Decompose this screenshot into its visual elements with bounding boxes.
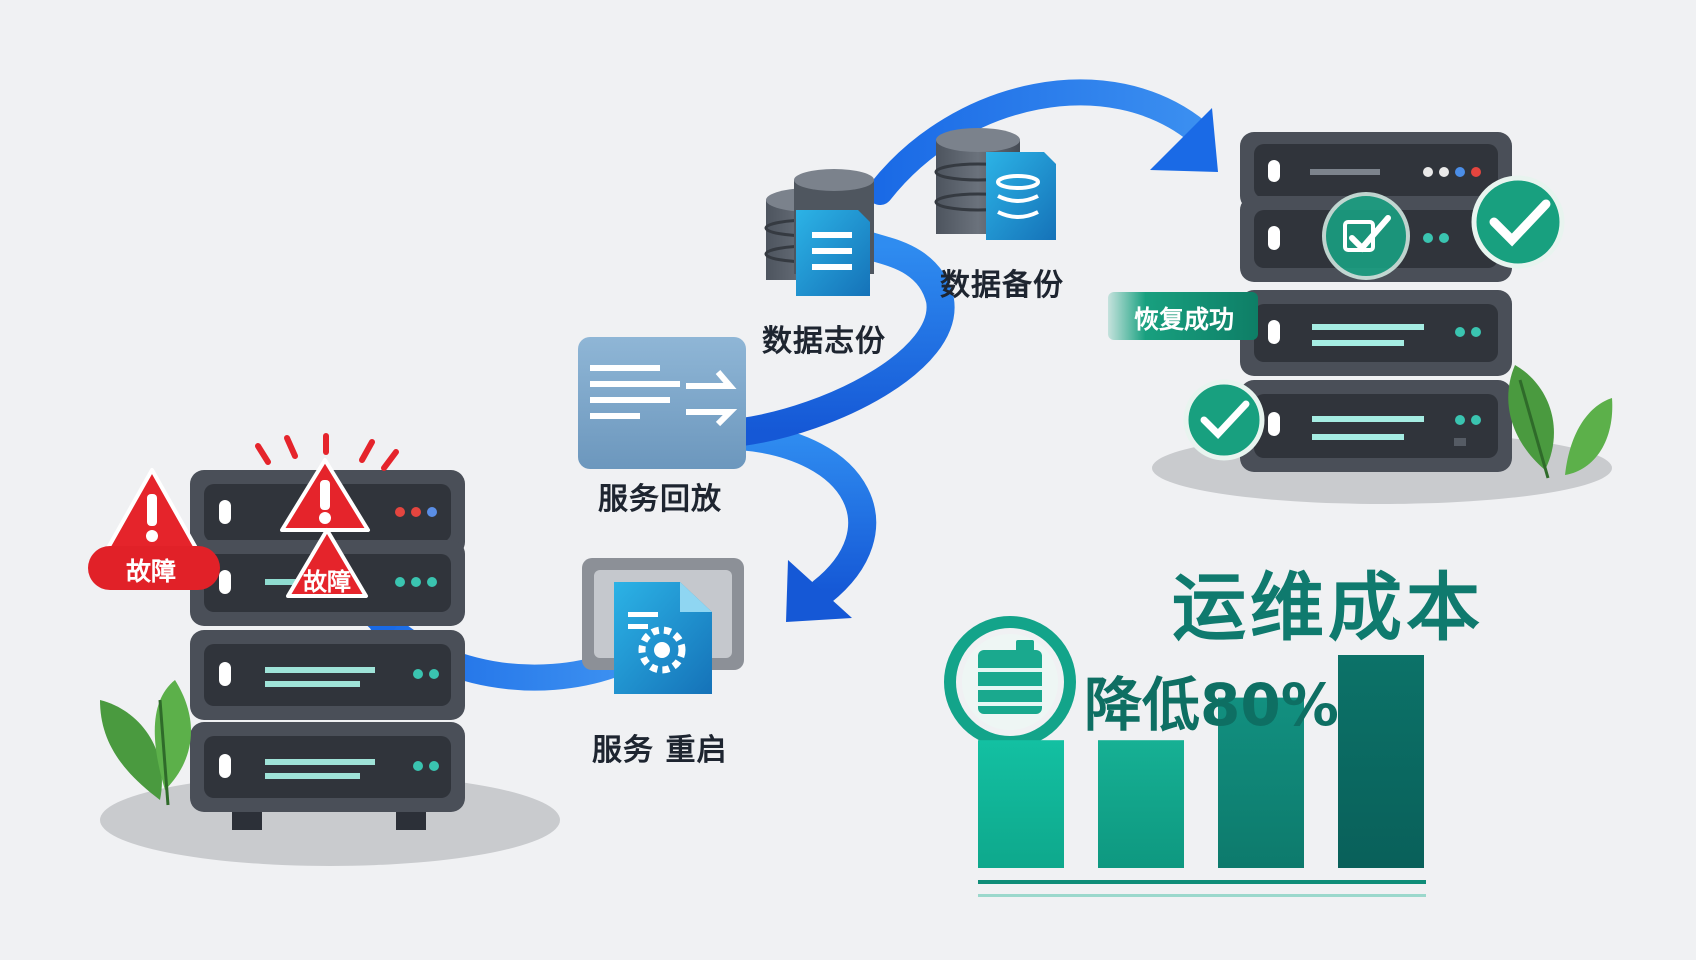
database-icon (934, 128, 1056, 240)
warning-icon (286, 528, 368, 598)
rollback-label: 服务回放 (598, 482, 722, 517)
database-icon (764, 169, 874, 296)
gear-document-icon (582, 558, 744, 694)
rollback-document-icon (578, 337, 746, 469)
recovery-success-label: 恢复成功 (1134, 305, 1235, 334)
cost-bar (1338, 655, 1424, 868)
cost-reduction-label: 降低80% (1084, 671, 1339, 739)
server-unit (190, 630, 465, 720)
cost-bar (1218, 697, 1304, 868)
recovered-server (1152, 132, 1612, 504)
flow-arrows (354, 79, 1218, 691)
service-restart-label: 服务 重启 (592, 733, 728, 768)
cost-chart (944, 616, 1426, 897)
ops-cost-title: 运维成本 (1172, 565, 1484, 651)
cost-database-icon (944, 616, 1076, 748)
cost-bars (978, 655, 1424, 868)
data-backup-label: 数据志份 (762, 324, 886, 359)
data-backup-label: 数据备份 (940, 268, 1064, 303)
arrow-head-recovered (1150, 108, 1218, 172)
cost-bar (1098, 740, 1184, 868)
server-unit (1240, 380, 1512, 472)
arrow-head-restart (786, 560, 852, 622)
check-icon (1183, 379, 1265, 461)
fault-badge-bg (88, 546, 220, 590)
chart-baseline (978, 894, 1426, 897)
warning-icon (106, 468, 198, 550)
check-icon (1322, 192, 1410, 280)
flow-arrow-backup-to-rollback (728, 232, 955, 446)
chart-baseline (978, 880, 1426, 884)
leaf-icon (1508, 365, 1613, 479)
alert-sparks (255, 433, 399, 471)
leaf-icon (100, 680, 192, 806)
fault-label: 故障 (126, 557, 177, 586)
fault-label: 故障 (303, 568, 351, 596)
cost-bar (978, 740, 1064, 868)
flow-arrow-backup-to-recovered (867, 79, 1211, 205)
server-unit (1240, 132, 1512, 210)
check-icon (1471, 175, 1565, 269)
flow-arrow-rollback-to-restart (726, 422, 877, 606)
server-unit (190, 722, 465, 812)
server-unit (1240, 290, 1512, 376)
recovery-badge-bg (1108, 292, 1258, 340)
